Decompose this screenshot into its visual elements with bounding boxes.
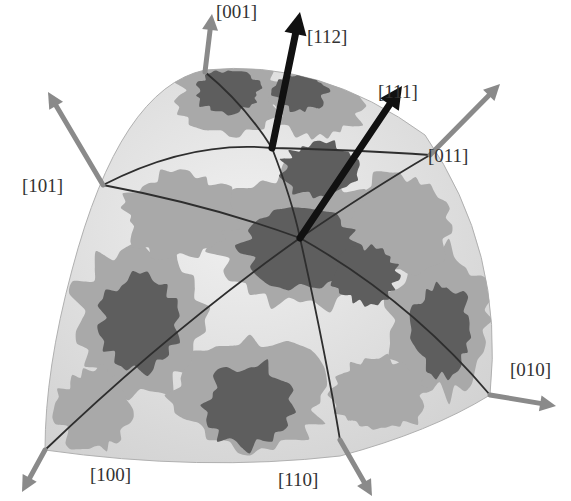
light-patch [165,335,327,456]
arrow-shaft [30,450,45,478]
arrow-shaft [490,395,540,403]
direction-label: [112] [305,27,349,48]
arrow-shaft [272,34,295,148]
arc [205,72,340,440]
light-patch [174,53,282,138]
arrow-shaft [340,440,364,482]
dark-patch [200,359,295,453]
arrow-shaft [205,30,210,72]
arrow-head [483,84,500,101]
arc [103,147,430,185]
arc [103,185,490,395]
direction-label: [101] [20,176,65,197]
direction-label: [111] [376,82,420,103]
direction-label: [110] [276,470,320,491]
direction-label: [010] [508,360,553,381]
arrow-head [48,92,63,110]
arc [45,155,430,450]
texture-patches [52,53,494,455]
direction-label: [100] [88,465,133,486]
arrow-head [539,395,556,411]
direction-label: [011] [426,146,470,167]
arrow-head [357,478,372,496]
dark-patch [410,282,471,381]
great-circle-arcs [45,72,490,450]
sphere-octant [45,68,492,462]
arrow-head [202,14,218,31]
direction-label: [001] [214,2,259,23]
direction-arrows [22,12,556,496]
arrow-head [22,474,37,492]
light-patch [52,363,133,452]
arrow-head [285,12,307,36]
arrow-shaft [56,106,103,185]
dark-patch [97,271,180,376]
light-patch [328,354,430,430]
arrow-shaft [300,105,390,238]
light-patch [121,169,240,260]
